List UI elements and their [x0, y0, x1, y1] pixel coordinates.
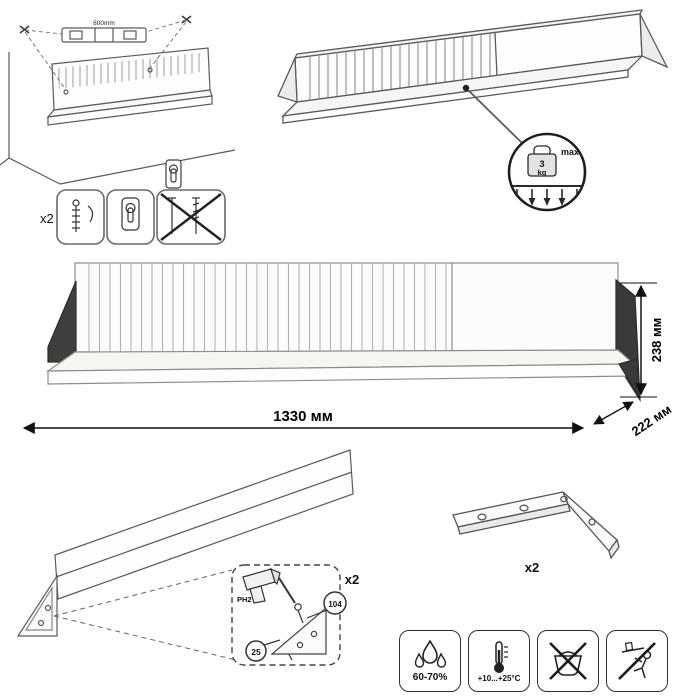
- bracket-isometric: x2: [452, 491, 620, 575]
- humidity-drops-icon: [414, 639, 447, 668]
- drill-driver-icon: [242, 567, 296, 604]
- bit-label: PH2: [237, 595, 252, 604]
- temperature-label: +10...+25°C: [477, 673, 521, 683]
- assembly-quantity-label: x2: [345, 572, 359, 587]
- wall-plug-screw-icon: [72, 199, 94, 232]
- hardware-number-bracket: 25: [251, 647, 261, 657]
- wrong-fasteners-icon: [168, 197, 200, 234]
- hardware-callout-circles: [245, 591, 347, 662]
- load-weight-unit: kg: [538, 168, 547, 177]
- hardware-number-screw: 104: [328, 600, 342, 609]
- no-wet-cleaning-icon: [549, 642, 587, 680]
- assembly-diagram: 104 25 PH2 x2: [16, 449, 359, 666]
- depth-dimension-label: 222 мм: [629, 402, 674, 439]
- temperature-range-box: +10...+25°C: [468, 630, 530, 692]
- load-weight-value: 3: [539, 159, 544, 169]
- wall-mounting-diagram: 800mm x2: [0, 15, 236, 245]
- shelf-dimensions-view: 1330 мм 238 мм 222 мм: [22, 262, 674, 439]
- humidity-range-box: 60-70%: [399, 630, 461, 692]
- corner-bracket-part: [452, 491, 620, 560]
- keyhole-slot-icon: [121, 197, 140, 231]
- fastener-count-label: x2: [40, 211, 54, 226]
- magnifier-leader-lines: [53, 569, 237, 661]
- weight-3kg-icon: [527, 145, 557, 177]
- cross-out-x-icon: [160, 193, 222, 241]
- humidity-label: 60-70%: [412, 671, 448, 683]
- load-max-label: max: [561, 147, 579, 157]
- height-dimension-label: 238 мм: [649, 318, 664, 363]
- care-symbols: 60-70% +10...+25°C: [399, 630, 668, 692]
- corner-bracket-attached: [16, 573, 58, 637]
- distributed-load-arrows: [510, 185, 584, 206]
- thermometer-icon: [494, 640, 508, 673]
- keyhole-hanger-icon: [165, 159, 182, 189]
- detail-bracket: [270, 606, 327, 655]
- load-limit-callout: [462, 84, 587, 212]
- alignment-dashed-lines: [24, 19, 187, 91]
- wall-corner-lines: [0, 52, 236, 185]
- hole-spacing-label: 800mm: [93, 20, 115, 27]
- shelf-isometric-view: [277, 9, 669, 124]
- wall-anchor-marks: [19, 15, 192, 34]
- shelf-front-view: [46, 262, 641, 403]
- no-climbing-icon: [618, 641, 656, 680]
- dimension-annotations: [22, 282, 657, 434]
- shelf-perspective-view: [46, 47, 213, 126]
- no-wet-cleaning-box: [537, 630, 599, 692]
- back-panel-perspective: [54, 449, 354, 600]
- left-bracket: [47, 280, 77, 363]
- shelf-load-diagram: 3 kg max: [277, 9, 669, 212]
- bracket-quantity-label: x2: [525, 560, 539, 575]
- no-climbing-box: [606, 630, 668, 692]
- assembly-detail-box: [231, 564, 341, 666]
- width-dimension-label: 1330 мм: [273, 408, 333, 425]
- spirit-level-icon: [61, 27, 147, 43]
